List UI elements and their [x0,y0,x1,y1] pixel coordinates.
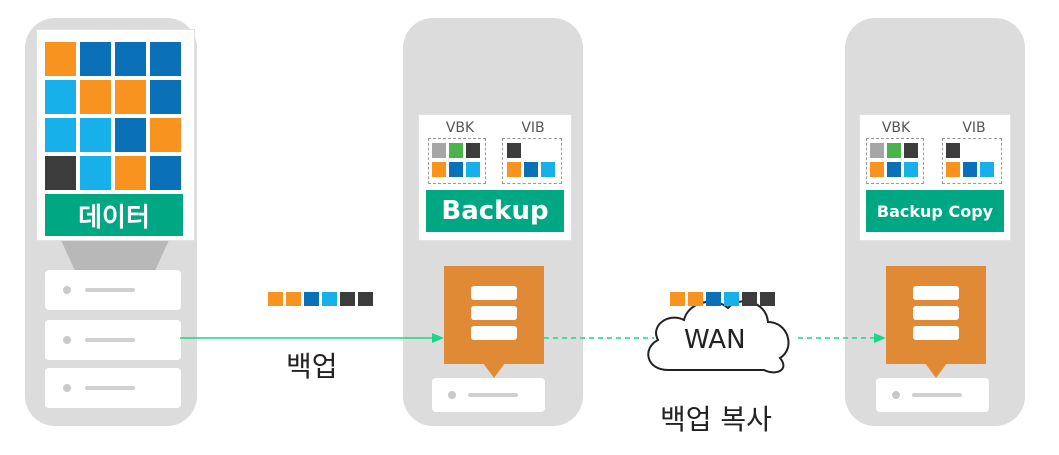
copy-vbk-block [870,143,884,158]
backup-vbk-block [466,143,480,158]
flow-block [724,292,739,306]
copy-repository-icon [886,266,986,364]
copy-vib-block [946,143,960,158]
flow-block [340,292,355,306]
copy-title: Backup Copy [876,201,994,221]
backup-vib-block [507,162,521,177]
copy-vbk-block [887,143,901,158]
data-block [150,118,181,152]
backup-vib-block [507,143,521,158]
wan-dashed-link [544,337,654,339]
backup-flow-label: 백업 [286,350,338,383]
data-label-bar: 데이터 [45,194,183,236]
backup-vbk-block [449,162,463,177]
flow-block [760,292,775,306]
data-block [45,118,76,152]
data-block [45,156,76,190]
drive-3 [45,368,181,408]
copy-vbk-block [904,143,918,158]
backup-vbk-header: VBK [445,120,475,136]
copy-vbk-block [887,162,901,177]
backup-vbk-box [428,138,486,184]
data-label: 데이터 [78,202,150,233]
flow-block [358,292,373,306]
copy-drive [876,378,989,412]
data-block [80,118,111,152]
data-block [115,118,146,152]
copy-vib-block [946,162,960,177]
copy-vib-block [963,162,977,177]
wan-label: WAN [684,325,746,355]
data-block [115,156,146,190]
copy-vib-block [980,162,994,177]
backup-vib-block [541,162,555,177]
copy-repository-pointer [925,363,947,378]
copy-vbk-header: VBK [881,120,911,136]
data-block [80,42,111,76]
data-block [150,80,181,114]
backup-arrow [180,333,444,343]
flow-block [670,292,685,306]
backup-vbk-block [449,143,463,158]
backup-vib-block [524,162,538,177]
flow-block [706,292,721,306]
data-block [115,80,146,114]
backup-repository-icon [444,266,544,364]
data-block [45,42,76,76]
data-block [45,80,76,114]
flow-block [322,292,337,306]
data-block [150,156,181,190]
copy-vib-box [942,138,1002,184]
copy-vbk-box [866,138,924,184]
copy-vib-header: VIB [962,120,986,136]
flow-block [304,292,319,306]
backup-vib-header: VIB [521,120,545,136]
data-block [80,80,111,114]
copy-vbk-block [904,162,918,177]
drive-2 [45,320,181,360]
backup-vbk-block [432,143,446,158]
copy-vbk-block [870,162,884,177]
flow-block [742,292,757,306]
data-block [80,156,111,190]
backup-copy-flow-label: 백업 복사 [660,403,772,436]
backup-title-bar: Backup [426,190,564,232]
flow-block [268,292,283,306]
flow-block [688,292,703,306]
backup-vbk-block [432,162,446,177]
drive-1 [45,270,181,310]
backup-drive [432,378,545,412]
flow-block [286,292,301,306]
copy-arrow [798,333,886,343]
data-block [150,42,181,76]
backup-vbk-block [466,162,480,177]
backup-vib-box [502,138,562,184]
data-block [115,42,146,76]
wan-cloud-icon [647,300,790,374]
backup-title: Backup [441,196,549,226]
backup-repository-pointer [483,363,505,378]
copy-title-bar: Backup Copy [866,190,1004,232]
